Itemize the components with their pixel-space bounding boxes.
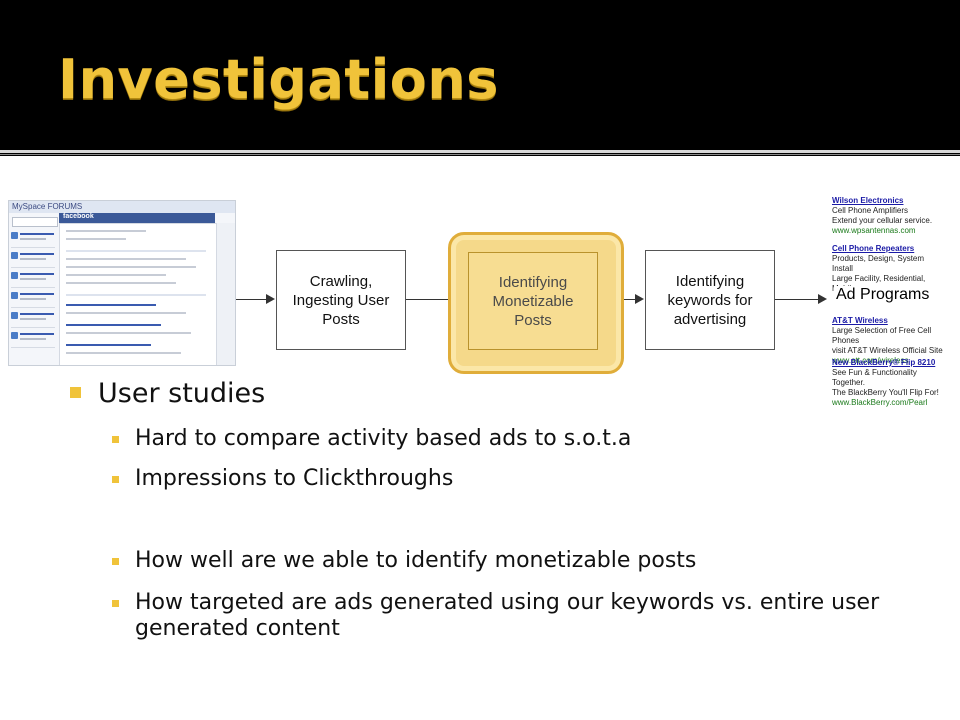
facebook-logo: facebook	[63, 213, 94, 220]
bullet-square-icon	[112, 436, 119, 443]
forum-brand: MySpace FORUMS	[12, 202, 83, 211]
ad-url[interactable]: www.BlackBerry.com/Pearl	[832, 398, 928, 407]
facebook-bar	[59, 213, 215, 223]
slide-title: Investigations	[58, 48, 499, 111]
forum-row	[11, 229, 55, 248]
ad-title[interactable]: Wilson Electronics	[832, 196, 904, 205]
forum-line	[66, 312, 186, 314]
forum-row-meta	[20, 278, 46, 280]
bullet-text: How well are we able to identify monetiz…	[135, 548, 697, 573]
forum-search-box	[12, 217, 58, 227]
ad-url[interactable]: www.att.com/wireless	[832, 356, 909, 365]
flow-step-identifying-posts: Identifying Monetizable Posts	[468, 252, 598, 350]
forum-line	[66, 282, 176, 284]
forum-line	[66, 352, 181, 354]
ad-url[interactable]: www.wpsantennas.com	[832, 226, 916, 235]
sub-bullet: How targeted are ads generated using our…	[112, 590, 902, 642]
flow-arrow-line	[236, 299, 266, 300]
forum-topic-icon	[11, 252, 18, 259]
forum-topic-icon	[11, 292, 18, 299]
forum-line	[66, 344, 151, 346]
bullet-square-icon	[112, 600, 119, 607]
title-divider-thin	[0, 154, 960, 155]
forum-row	[11, 249, 55, 268]
forum-topic-icon	[11, 332, 18, 339]
forum-topic-icon	[11, 232, 18, 239]
forum-screenshot: MySpace FORUMS facebook	[8, 200, 236, 366]
arrow-right-icon	[818, 294, 827, 304]
flow-arrow-line	[774, 299, 818, 300]
forum-line	[66, 304, 156, 306]
ad-text: See Fun & Functionality Together. The Bl…	[832, 368, 939, 397]
ad-text: Cell Phone Amplifiers Extend your cellul…	[832, 206, 933, 225]
arrow-right-icon	[266, 294, 275, 304]
ad-title[interactable]: AT&T Wireless	[832, 316, 888, 325]
forum-line	[66, 230, 146, 232]
bullet-user-studies: User studies	[70, 378, 830, 410]
slide-content: MySpace FORUMS facebook	[0, 156, 960, 720]
forum-row-meta	[20, 238, 46, 240]
forum-panel	[59, 223, 217, 365]
forum-line	[66, 274, 166, 276]
forum-row-title	[20, 233, 54, 235]
flow-step-label: Crawling, Ingesting User Posts	[292, 272, 390, 328]
forum-row-meta	[20, 318, 46, 320]
forum-row-title	[20, 253, 54, 255]
bullet-square-icon	[112, 476, 119, 483]
bullet-square-icon	[70, 387, 81, 398]
forum-row-title	[20, 273, 54, 275]
forum-row	[11, 289, 55, 308]
flow-step-label: Identifying Monetizable Posts	[492, 273, 574, 329]
sub-bullet: Hard to compare activity based ads to s.…	[112, 426, 912, 452]
forum-row	[11, 269, 55, 288]
forum-line	[66, 250, 206, 252]
forum-topic-icon	[11, 312, 18, 319]
ad-title[interactable]: Cell Phone Repeaters	[832, 244, 915, 253]
forum-header: MySpace FORUMS	[9, 201, 235, 213]
flow-arrow-line	[405, 299, 457, 300]
forum-row-title	[20, 333, 54, 335]
bullet-text: Impressions to Clickthroughs	[135, 466, 454, 491]
sub-bullet: Impressions to Clickthroughs	[112, 466, 912, 492]
ad-programs-label: Ad Programs	[834, 286, 932, 304]
forum-row-title	[20, 293, 54, 295]
flow-step-identifying-keywords: Identifying keywords for advertising	[645, 250, 775, 350]
bullet-text: Hard to compare activity based ads to s.…	[135, 426, 632, 451]
title-divider	[0, 150, 960, 153]
forum-row-meta	[20, 258, 46, 260]
forum-line	[66, 324, 161, 326]
forum-row	[11, 309, 55, 328]
forum-line	[66, 332, 191, 334]
ad-text: Large Selection of Free Cell Phones visi…	[832, 326, 943, 355]
bullet-square-icon	[112, 558, 119, 565]
forum-line	[66, 238, 126, 240]
forum-line	[66, 258, 186, 260]
sub-bullet: How well are we able to identify monetiz…	[112, 548, 912, 574]
ads-panel-lower: New BlackBerry® Flip 8210 See Fun & Func…	[828, 356, 952, 412]
forum-line	[66, 266, 196, 268]
forum-row-meta	[20, 298, 46, 300]
forum-reply-column	[217, 223, 235, 365]
forum-row-meta	[20, 338, 46, 340]
forum-topic-icon	[11, 272, 18, 279]
arrow-right-icon	[635, 294, 644, 304]
forum-line	[66, 294, 206, 296]
ads-panel: Wilson Electronics Cell Phone Amplifiers…	[828, 196, 952, 402]
bullet-text: How targeted are ads generated using our…	[135, 590, 880, 641]
title-band: Investigations	[0, 0, 960, 150]
ad-title[interactable]: New BlackBerry® Flip 8210	[832, 358, 936, 367]
forum-row-title	[20, 313, 54, 315]
bullet-text: User studies	[98, 378, 266, 409]
flow-step-label: Identifying keywords for advertising	[667, 272, 753, 328]
flow-step-crawling: Crawling, Ingesting User Posts	[276, 250, 406, 350]
forum-row	[11, 329, 55, 348]
